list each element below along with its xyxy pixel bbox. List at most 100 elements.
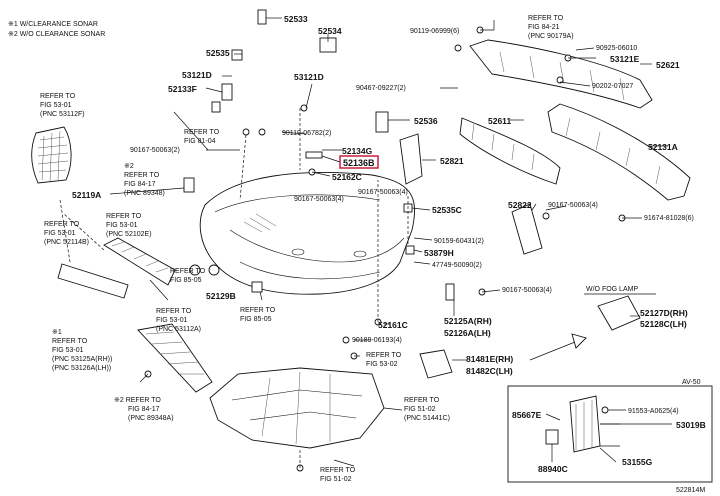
ref-label: REFER TO [320, 467, 356, 474]
ref-label: FIG 53-02 [366, 361, 398, 368]
part-number: 52134G [342, 146, 373, 156]
ref-label: (PNC 52102E) [106, 231, 152, 238]
part-number: 47749-50090(2) [432, 262, 482, 269]
part-number: 90167-50063(4) [502, 287, 552, 294]
ref-label: FIG 84-17 [128, 406, 160, 413]
highlight-box [339, 155, 379, 169]
ref-label: ※2 REFER TO [114, 397, 161, 404]
bumper-reinforcement [547, 103, 691, 201]
ref-label: FIG 53-01 [52, 347, 84, 354]
part-number: 52621 [656, 60, 680, 70]
ref-label: (PNC 52114B) [44, 239, 89, 246]
ref-label: REFER TO [404, 397, 440, 404]
ref-label: FIG 81-04 [184, 138, 216, 145]
reference-labels: REFER TO FIG 53-01 (PNC 53112F) REFER TO… [40, 15, 574, 483]
part-number: 52126A(LH) [444, 328, 491, 338]
part-number: 53121D [294, 72, 324, 82]
part-number: 52533 [284, 14, 308, 24]
ref-label: FIG 51-02 [320, 476, 352, 483]
part-number: 52127D(RH) [640, 308, 688, 318]
ref-label: REFER TO [366, 352, 402, 359]
part-number: 90167-50063(4) [294, 196, 344, 203]
part-number: 90167-50063(2) [130, 147, 180, 154]
part-number: 90189-06193(4) [352, 337, 402, 344]
ref-label: (PNC 53125A(RH)) [52, 356, 112, 363]
ref-label: (PNC 53112F) [40, 111, 85, 118]
part-number: 52131A [648, 142, 678, 152]
part-number: 52128C(LH) [640, 319, 687, 329]
diagram-code: 522814M [676, 487, 705, 494]
part-number: 52534 [318, 26, 342, 36]
inset-title: AV-50 [682, 379, 701, 386]
bumper-energy-absorber-upper [469, 39, 653, 109]
ref-label: (PNC 89348A) [128, 415, 174, 422]
part-number: 53879H [424, 248, 454, 258]
ref-label: FIG 84-21 [528, 24, 560, 31]
part-number-labels: 52533 52534 52535 53121D 52133F 53121D 9… [72, 14, 706, 474]
part-number: 90119-06999(6) [410, 28, 459, 35]
fog-lamp-title: W/O FOG LAMP [586, 286, 638, 293]
radiator-grille [31, 126, 72, 184]
part-number: 52119A [72, 190, 101, 200]
part-number: 52535C [432, 205, 462, 215]
part-number: 52162C [332, 172, 362, 182]
note-no-clearance-sonar: ※2 W/O CLEARANCE SONAR [8, 31, 105, 38]
part-number: 52821 [440, 156, 464, 166]
part-number: 53121E [610, 54, 640, 64]
ref-label: FIG 53-01 [44, 230, 76, 237]
ref-label: (PNC 51441C) [404, 415, 450, 422]
ref-label: FIG 84-17 [124, 181, 156, 188]
side-retainer-right [399, 133, 543, 255]
ref-label: FIG 85-05 [240, 316, 272, 323]
ref-label: FIG 53-01 [106, 222, 138, 229]
part-number: 90119-06782(2) [282, 130, 331, 137]
part-number: 88940C [538, 464, 568, 474]
ref-label: (PNC 90179A) [528, 33, 574, 40]
ref-label: REFER TO [528, 15, 564, 22]
ref-label: REFER TO [124, 172, 160, 179]
part-number: 90467-09227(2) [356, 85, 406, 92]
part-number: 90167-50063(4) [358, 189, 408, 196]
part-number: 52129B [206, 291, 236, 301]
part-number: 85667E [512, 410, 542, 420]
part-number: 52125A(RH) [444, 316, 492, 326]
ref-label: REFER TO [240, 307, 276, 314]
ref-label: FIG 53-01 [40, 102, 72, 109]
part-number: 90925-06010 [596, 45, 637, 52]
av-50-inset [507, 385, 713, 483]
part-number: 81481E(RH) [466, 354, 513, 364]
ref-label: FIG 85-05 [170, 277, 202, 284]
ref-label: REFER TO [52, 338, 88, 345]
ref-label: (PNC 89348) [124, 190, 165, 197]
part-number: 53121D [182, 70, 212, 80]
bumper-cover [199, 172, 416, 295]
part-number: 52536 [414, 116, 438, 126]
fog-lamp-cover [419, 295, 641, 379]
lower-center-grille [137, 323, 213, 393]
ref-label: REFER TO [106, 213, 142, 220]
ref-label: REFER TO [170, 268, 206, 275]
part-number: 90159-60431(2) [434, 238, 484, 245]
ref-label: ※1 [52, 329, 62, 336]
ref-label: FIG 51-02 [404, 406, 436, 413]
ref-label: (PNC 53126A(LH)) [52, 365, 111, 372]
part-number: 91674-81028(6) [644, 215, 694, 222]
bumper-absorber-lower [459, 117, 561, 185]
note-clearance-sonar: ※1 W/CLEARANCE SONAR [8, 21, 98, 28]
leader-lines [59, 17, 668, 468]
part-number: 90167-50063(4) [548, 202, 598, 209]
part-number: 52161C [378, 320, 408, 330]
part-number: 52535 [206, 48, 230, 58]
ref-label: REFER TO [40, 93, 76, 100]
part-number: 90202-07027 [592, 83, 633, 90]
ref-label: (PNC 53112A) [156, 326, 201, 333]
ref-label: REFER TO [44, 221, 80, 228]
lower-grille [103, 237, 176, 301]
ref-label: REFER TO [184, 129, 220, 136]
part-number: 53155G [622, 457, 653, 467]
part-number: 52133F [168, 84, 197, 94]
part-number: 52611 [488, 116, 511, 126]
ref-label: ※2 [124, 163, 134, 170]
